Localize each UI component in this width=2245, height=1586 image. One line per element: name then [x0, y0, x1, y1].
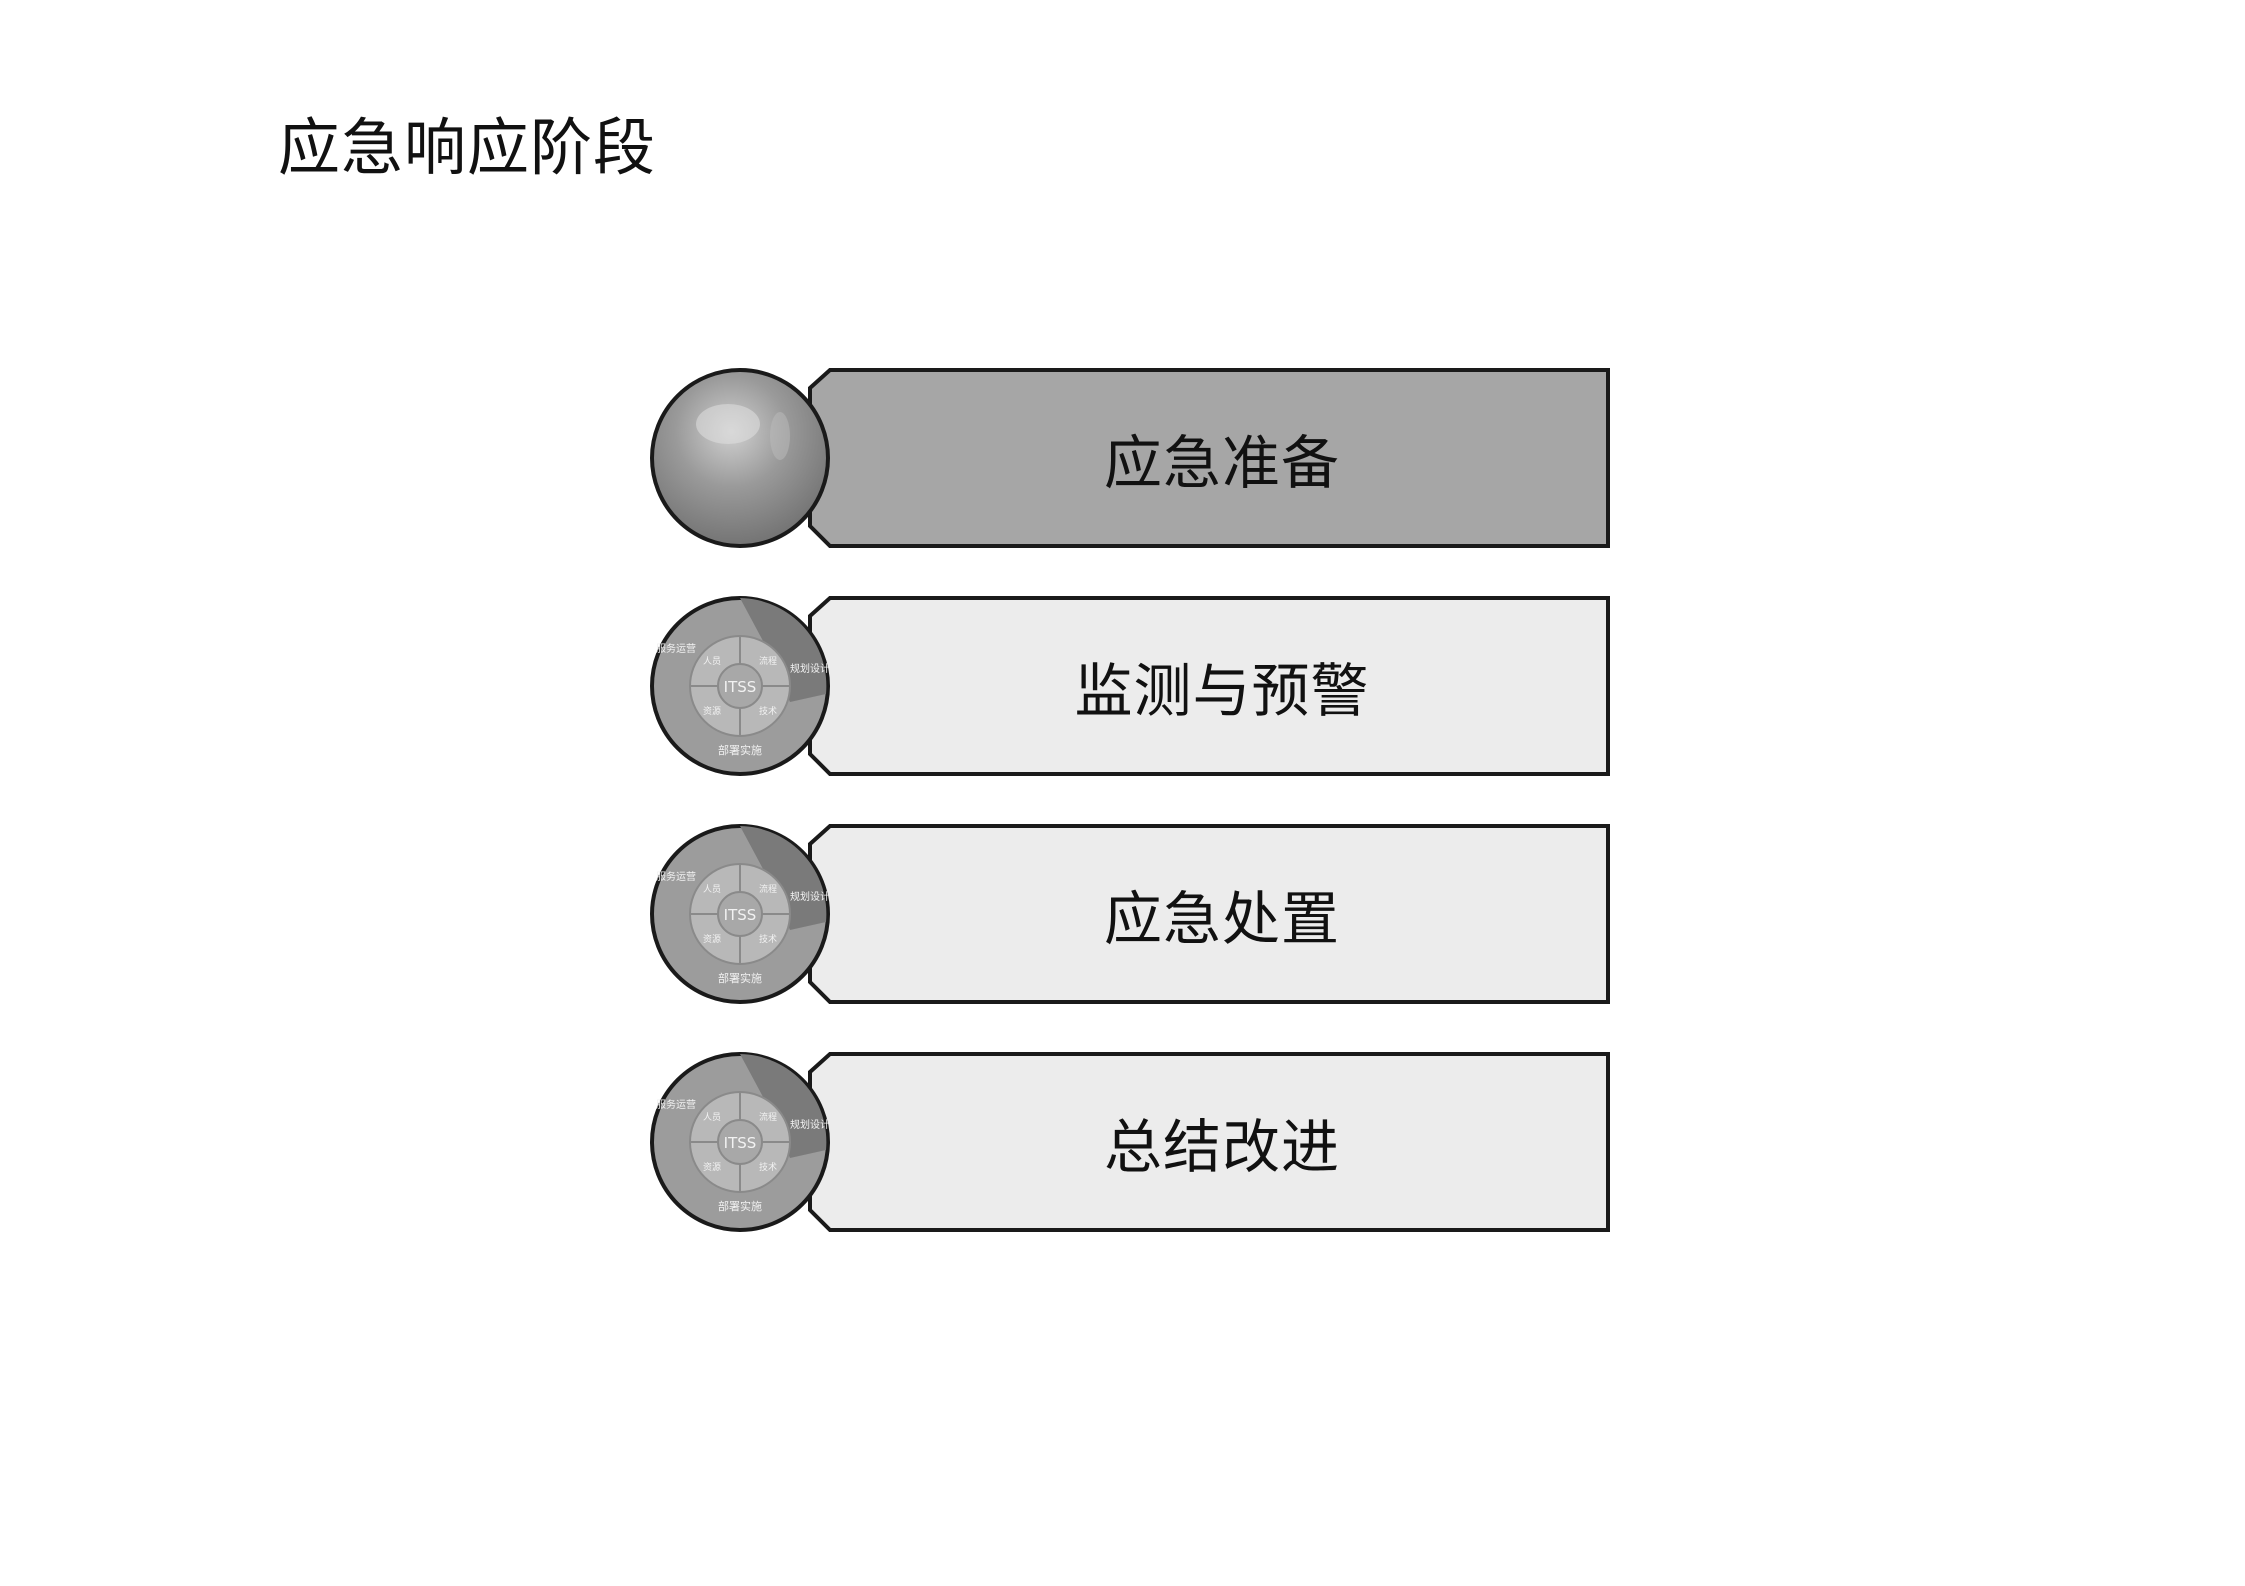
stage-item-emergency-preparation[interactable]: 应急准备	[650, 366, 1610, 550]
svg-text:技术: 技术	[759, 705, 777, 717]
svg-text:服务运营: 服务运营	[656, 642, 696, 655]
svg-text:资源: 资源	[703, 706, 721, 717]
svg-text:规划设计: 规划设计	[790, 662, 830, 675]
svg-text:部署实施: 部署实施	[718, 1199, 762, 1213]
stage-label: 监测与预警	[1074, 657, 1370, 725]
svg-text:服务运营: 服务运营	[656, 870, 696, 883]
stage-shape: ITSS 人员 流程 资源 技术 服务运营 规划设计 部署实施	[650, 596, 1610, 776]
svg-text:资源: 资源	[703, 1162, 721, 1173]
stage-label: 应急准备	[1103, 429, 1340, 497]
svg-text:流程: 流程	[759, 655, 777, 667]
sphere-icon	[650, 368, 830, 548]
itss-emblem-icon: ITSS 人员 流程 资源 技术 服务运营 规划设计 部署实施	[650, 1052, 830, 1232]
stage-label: 应急处置	[1103, 885, 1340, 953]
itss-emblem-icon: ITSS 人员 流程 资源 技术 服务运营 规划设计 部署实施	[650, 824, 830, 1004]
svg-text:部署实施: 部署实施	[718, 971, 762, 985]
svg-text:资源: 资源	[703, 934, 721, 945]
stage-label: 总结改进	[1103, 1113, 1340, 1181]
svg-text:流程: 流程	[759, 1111, 777, 1123]
stage-shape: ITSS 人员 流程 资源 技术 服务运营 规划设计 部署实施	[650, 1052, 1610, 1232]
svg-text:ITSS: ITSS	[724, 1134, 757, 1152]
svg-text:技术: 技术	[759, 1161, 777, 1173]
svg-text:人员: 人员	[703, 656, 721, 667]
svg-text:人员: 人员	[703, 884, 721, 895]
svg-text:部署实施: 部署实施	[718, 743, 762, 757]
svg-text:ITSS: ITSS	[724, 678, 757, 696]
svg-text:流程: 流程	[759, 883, 777, 895]
svg-text:技术: 技术	[759, 933, 777, 945]
stage-item-monitoring-warning[interactable]: ITSS 人员 流程 资源 技术 服务运营 规划设计 部署实施 监测与预警	[650, 594, 1610, 778]
stage-shape: ITSS 人员 流程 资源 技术 服务运营 规划设计 部署实施	[650, 824, 1610, 1004]
svg-text:ITSS: ITSS	[724, 906, 757, 924]
stage-item-summary-improvement[interactable]: ITSS 人员 流程 资源 技术 服务运营 规划设计 部署实施 总结改进	[650, 1050, 1610, 1234]
svg-text:规划设计: 规划设计	[790, 1118, 830, 1131]
page-title: 应急响应阶段	[278, 111, 657, 184]
svg-text:人员: 人员	[703, 1112, 721, 1123]
stage-shape	[650, 368, 1610, 548]
svg-text:规划设计: 规划设计	[790, 890, 830, 903]
stage-item-emergency-response[interactable]: ITSS 人员 流程 资源 技术 服务运营 规划设计 部署实施 应急处置	[650, 822, 1610, 1006]
svg-text:服务运营: 服务运营	[656, 1098, 696, 1111]
itss-emblem-icon: ITSS 人员 流程 资源 技术 服务运营 规划设计 部署实施	[650, 596, 830, 776]
